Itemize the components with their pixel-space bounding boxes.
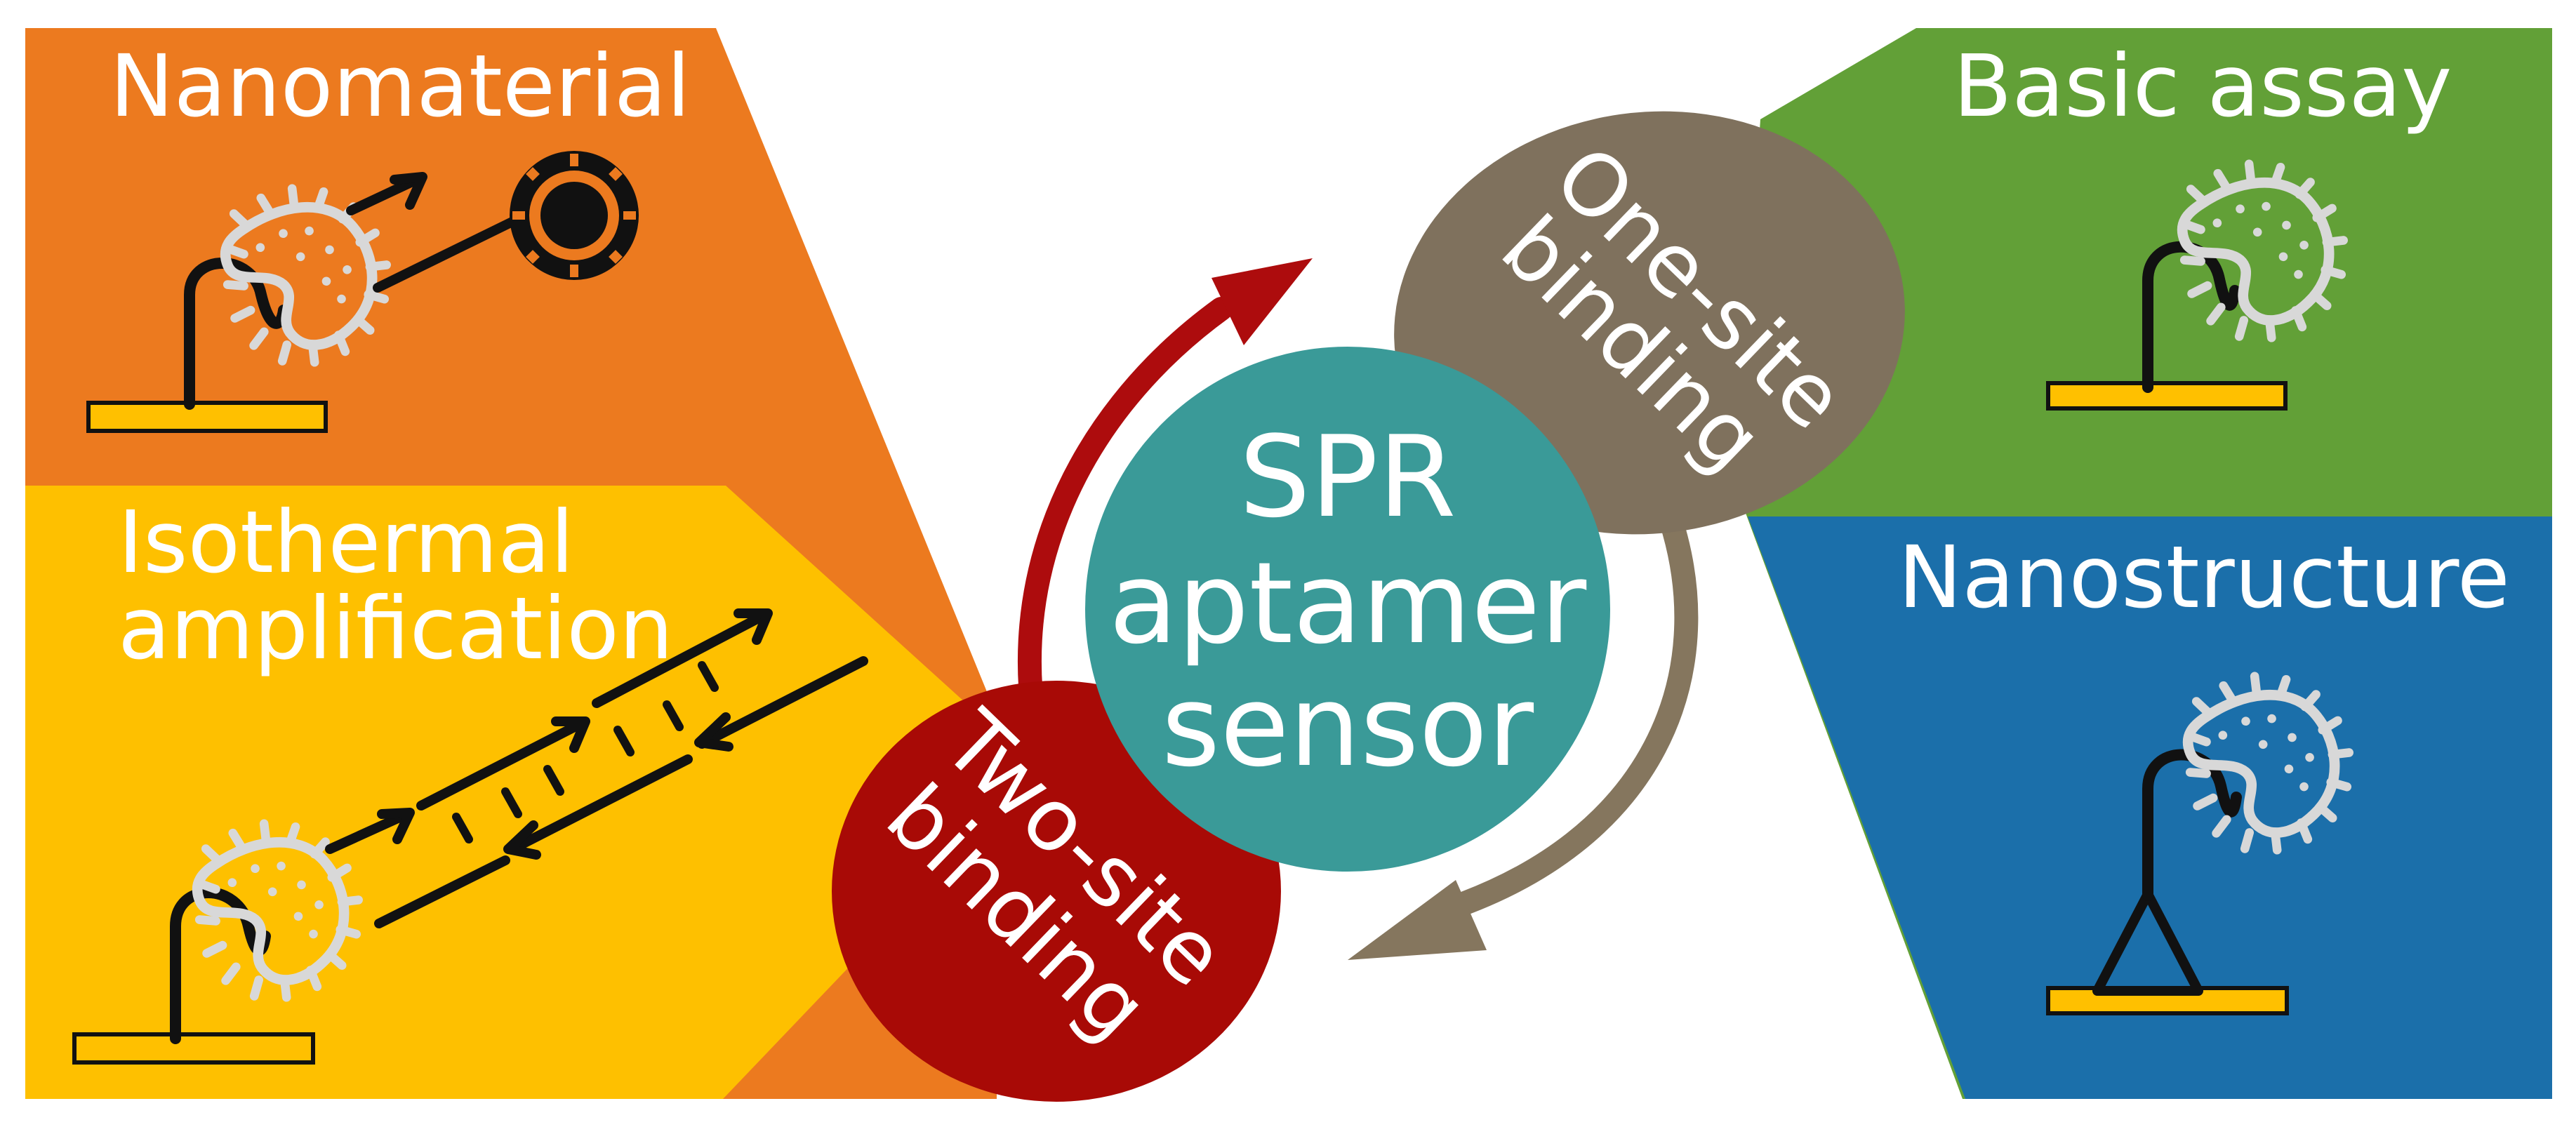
center-line1: SPR bbox=[1239, 411, 1456, 542]
brown-cycle-arrow bbox=[1427, 507, 1699, 924]
nanomaterial-title: Nanomaterial bbox=[109, 36, 690, 136]
gold-substrate-icon bbox=[72, 1032, 315, 1065]
center-line2: aptamer bbox=[1109, 538, 1587, 669]
aptamer-probe-icon bbox=[2142, 241, 2240, 393]
red-arrowhead bbox=[1211, 258, 1313, 345]
center-line3: sensor bbox=[1162, 660, 1534, 792]
nanoparticle-icon bbox=[510, 151, 639, 280]
pyramid-nanostructure-icon bbox=[2092, 889, 2203, 996]
basic-assay-title: Basic assay bbox=[1953, 36, 2452, 136]
brown-arrowhead bbox=[1348, 880, 1487, 960]
isothermal-title-line1: Isothermal bbox=[118, 493, 574, 592]
nanostructure-title: Nanostructure bbox=[1898, 528, 2510, 627]
gold-substrate-icon bbox=[2046, 381, 2288, 411]
isothermal-illustration bbox=[72, 608, 868, 1065]
gold-substrate-icon bbox=[86, 401, 328, 433]
spr-aptamer-sensor-circle bbox=[1085, 347, 1610, 872]
basic-assay-illustration bbox=[2046, 139, 2369, 411]
aptamer-probe-icon bbox=[2142, 749, 2242, 901]
nanomaterial-illustration bbox=[86, 151, 639, 433]
nanostructure-illustration bbox=[2046, 651, 2375, 1015]
isothermal-title-line2: amplification bbox=[118, 579, 673, 679]
